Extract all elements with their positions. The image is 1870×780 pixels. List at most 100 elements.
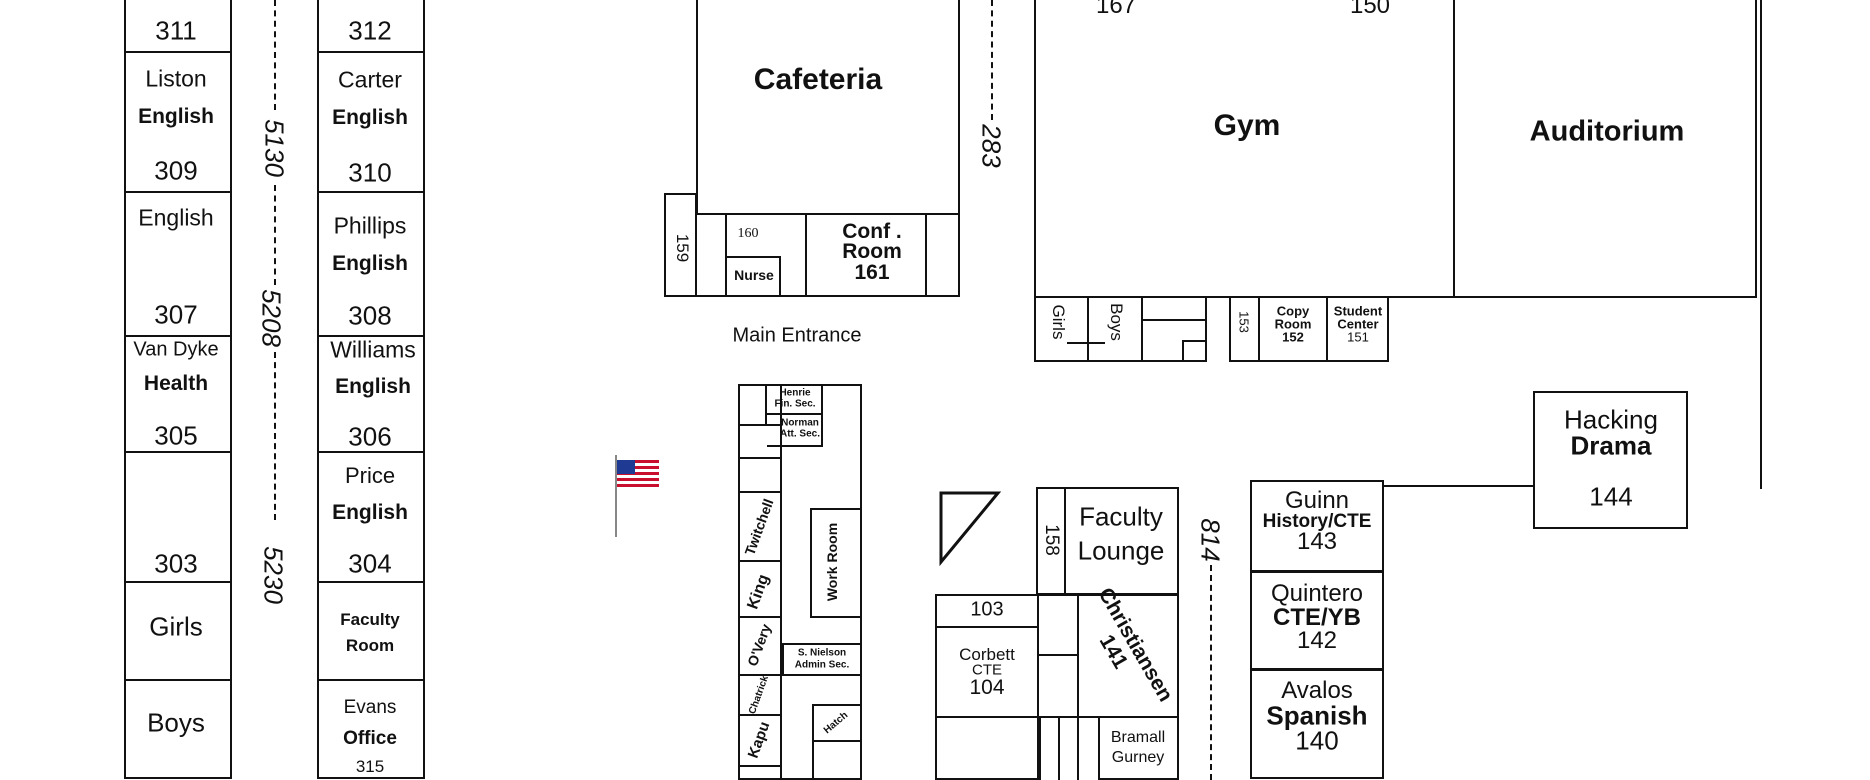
hall-number-5130: 5130 — [258, 119, 290, 177]
room-310-dept: English — [332, 106, 408, 129]
office-h6 — [738, 674, 782, 676]
hall-closet-1[interactable] — [1037, 594, 1079, 656]
room-308[interactable] — [317, 191, 425, 337]
room-315[interactable] — [317, 679, 425, 779]
connector-144-143 — [1382, 485, 1535, 487]
room-306[interactable] — [317, 335, 425, 453]
room-310[interactable] — [317, 51, 425, 193]
hatch-bottom — [812, 740, 862, 742]
room-309[interactable] — [124, 51, 232, 193]
student-center-151[interactable] — [1326, 296, 1389, 362]
room-141[interactable] — [1077, 594, 1179, 718]
workroom-left — [810, 508, 812, 618]
room-309-teacher: Liston — [145, 65, 207, 92]
gurney-label: Gurney — [1111, 749, 1165, 766]
copy-room-line2: Room — [1274, 316, 1312, 332]
boys-restroom-right[interactable] — [1087, 296, 1143, 362]
gym[interactable] — [1034, 0, 1455, 298]
girls-stall-line — [1067, 342, 1105, 344]
room-311[interactable] — [124, 0, 232, 53]
faculty-lounge-line2: Lounge — [1077, 535, 1165, 566]
henrie-right — [821, 384, 823, 415]
henrie-line1: Henrie — [779, 387, 811, 399]
right-hallway-line — [1210, 565, 1212, 780]
room-304[interactable] — [317, 451, 425, 583]
hall-number-5208: 5208 — [255, 289, 287, 347]
norman-right — [821, 413, 823, 447]
henrie-bottom — [767, 413, 823, 415]
closet-line-1 — [1039, 716, 1041, 780]
office-h1 — [738, 424, 782, 426]
hall-number-283: 283 — [976, 124, 1007, 168]
girls-restroom-left[interactable] — [124, 581, 232, 681]
nurse-top-wall — [727, 256, 779, 258]
utility-inner-h2 — [1182, 340, 1205, 342]
room-307[interactable] — [124, 191, 232, 337]
cafeteria-label: Cafeteria — [753, 63, 883, 96]
work-room-label: Work Room — [824, 522, 840, 602]
room-144-teacher: Hacking — [1564, 404, 1658, 435]
room-143-teacher: Guinn — [1284, 487, 1350, 514]
office-inner-wall-v1 — [765, 384, 767, 424]
nielson-bottom — [782, 674, 862, 676]
room-158-number: 158 — [1041, 524, 1062, 556]
room-140-teacher: Avalos — [1281, 677, 1353, 704]
room-308-dept: English — [332, 252, 408, 275]
workroom-bottom — [810, 616, 862, 618]
room-315-dept: Office — [343, 728, 397, 749]
hall-number-814: 814 — [1195, 518, 1226, 562]
faculty-room-left-line1: Faculty — [340, 610, 400, 629]
nielson-line1: S. Nielson — [797, 647, 847, 659]
faculty-room-left[interactable] — [317, 581, 425, 681]
office-h3 — [738, 491, 782, 493]
workroom-top — [810, 508, 862, 510]
gym-number-167: 167 — [1095, 0, 1137, 19]
hall-number-5230: 5230 — [257, 546, 289, 604]
room-104[interactable] — [935, 626, 1039, 718]
main-entrance-label: Main Entrance — [732, 324, 862, 347]
room-143[interactable] — [1250, 480, 1384, 572]
cafeteria[interactable] — [696, 0, 960, 215]
room-305-dept: Health — [143, 372, 209, 395]
hall-closet-2[interactable] — [1037, 654, 1079, 718]
cafeteria-annex[interactable] — [695, 213, 960, 297]
triangle-marker-icon — [938, 490, 1002, 571]
annex-wall-2 — [805, 213, 807, 297]
conf-room-line1: Conf . — [842, 220, 902, 243]
room-307-number: 307 — [154, 299, 198, 330]
bramall-gurney-room[interactable] — [1098, 716, 1179, 780]
copy-room-152[interactable] — [1258, 296, 1328, 362]
conf-room-number: 161 — [854, 261, 890, 284]
bramall-label: Bramall — [1110, 729, 1166, 746]
auditorium-label: Auditorium — [1529, 115, 1685, 148]
hatch-top — [812, 704, 862, 706]
henrie-line2: Fin. Sec. — [774, 398, 816, 410]
room-104-lower[interactable] — [935, 716, 1039, 780]
room-143-dept: History/CTE — [1262, 511, 1372, 532]
restroom-utility[interactable] — [1141, 296, 1207, 362]
room-309-dept: English — [138, 105, 214, 128]
room-159-number: 159 — [673, 233, 692, 263]
nurse-side-wall — [779, 256, 781, 297]
gym-label: Gym — [1213, 109, 1281, 142]
room-103[interactable] — [935, 594, 1039, 628]
room-306-dept: English — [335, 375, 411, 398]
room-143-number: 143 — [1296, 528, 1338, 555]
office-h7 — [738, 714, 782, 716]
boys-restroom-right-label: Boys — [1107, 303, 1126, 341]
faculty-lounge[interactable] — [1064, 487, 1179, 595]
norman-line2: Att. Sec. — [779, 428, 821, 440]
room-140[interactable] — [1250, 669, 1384, 779]
nurse-label: Nurse — [734, 267, 774, 283]
room-303[interactable] — [124, 451, 232, 583]
auditorium[interactable] — [1453, 0, 1757, 298]
room-310-number: 310 — [348, 157, 392, 188]
left-office-divider — [780, 560, 782, 780]
room-144-number: 144 — [1589, 481, 1633, 512]
room-304-dept: English — [332, 501, 408, 524]
room-144[interactable] — [1533, 391, 1688, 529]
room-142[interactable] — [1250, 571, 1384, 670]
closet-line-2 — [1058, 716, 1060, 780]
room-312[interactable] — [317, 0, 425, 53]
room-305-number: 305 — [154, 420, 198, 451]
